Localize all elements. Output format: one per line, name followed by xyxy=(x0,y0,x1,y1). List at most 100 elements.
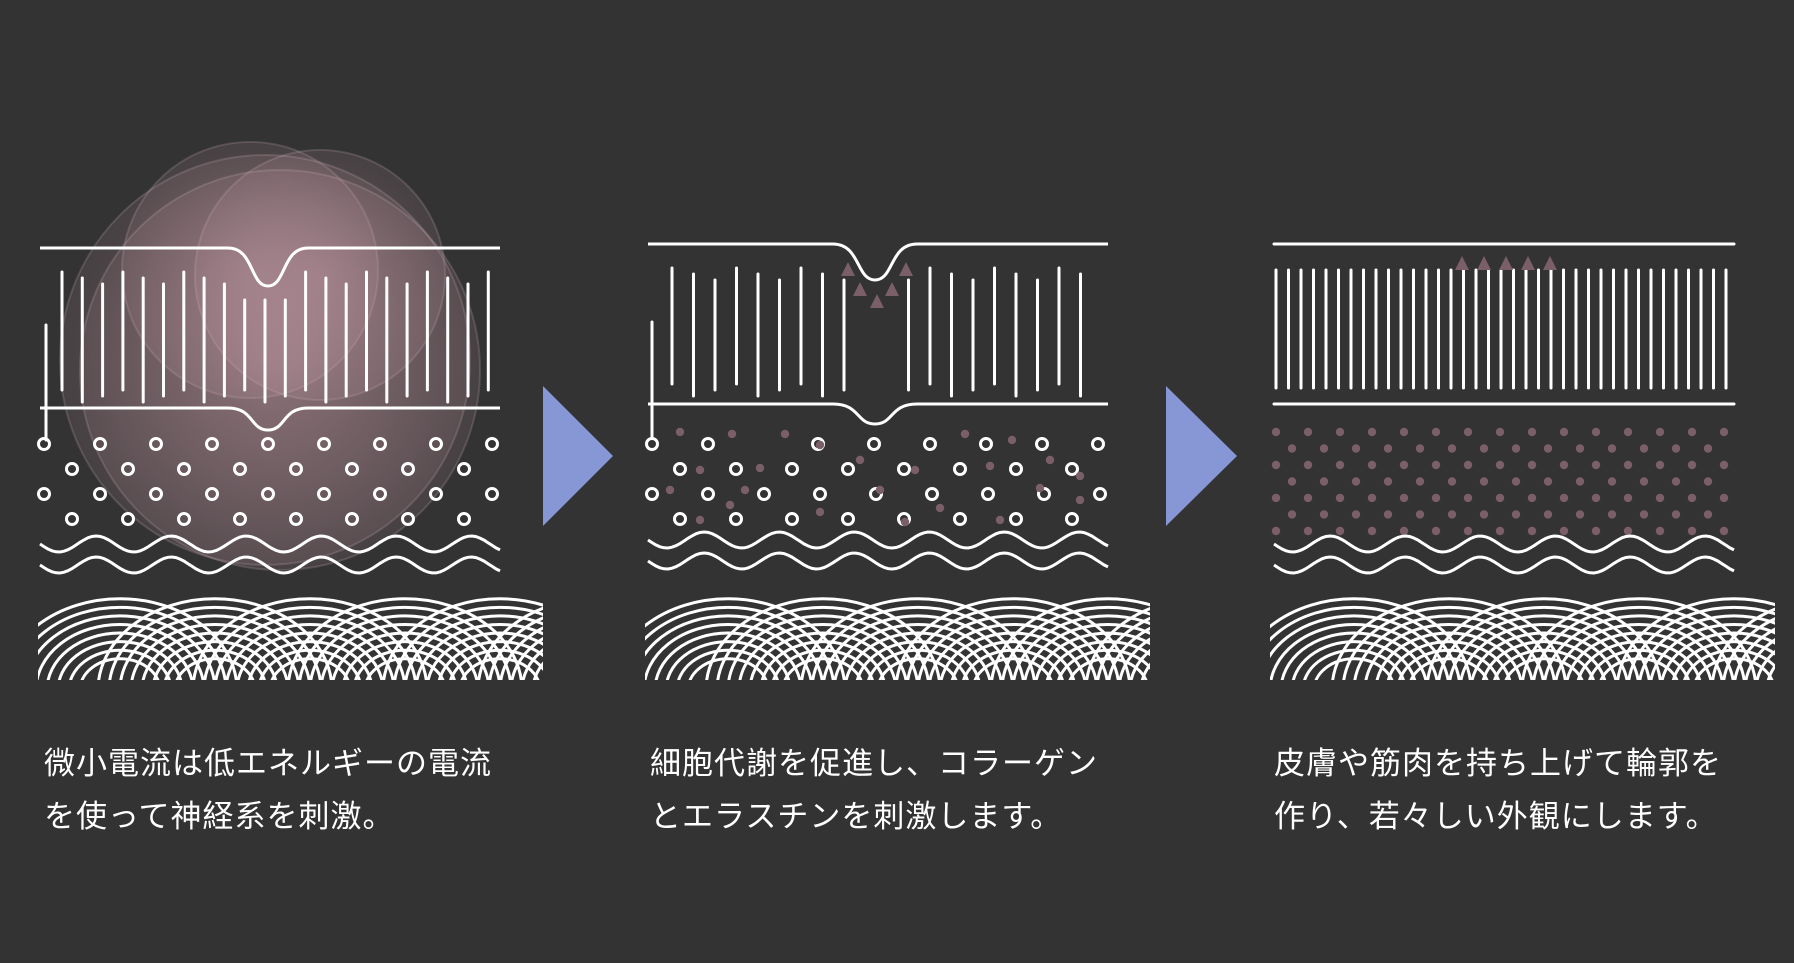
fiber-arc xyxy=(1270,623,1439,680)
particle-dot xyxy=(1399,460,1409,470)
particle-dot xyxy=(1639,444,1649,453)
fiber-arc xyxy=(962,648,1064,680)
particle-dot xyxy=(1431,427,1441,437)
particle-dot xyxy=(1383,477,1393,486)
rising-particle-triangle xyxy=(885,282,899,296)
particle-dot xyxy=(1655,460,1665,470)
particle-dot xyxy=(1639,510,1649,519)
particle-dot xyxy=(1623,460,1633,470)
rising-particle-triangle xyxy=(1521,256,1535,270)
cell-ring xyxy=(149,487,163,501)
fiber-arc xyxy=(1386,640,1512,680)
cell-ring xyxy=(65,512,79,526)
rising-particle-triangle xyxy=(1455,256,1469,270)
particle-dot xyxy=(1335,460,1345,470)
cell-ring xyxy=(177,512,191,526)
particle-dot xyxy=(1607,477,1617,486)
fiber-arc xyxy=(46,631,194,680)
fiber-arc xyxy=(1001,605,1150,680)
fiber-arc xyxy=(510,636,543,680)
cell-ring xyxy=(317,487,331,501)
cell-ring xyxy=(1065,512,1079,526)
particle-dot xyxy=(1271,427,1281,437)
fiber-arc xyxy=(1375,631,1523,680)
fiber-arc xyxy=(488,616,543,680)
particle-dot xyxy=(1075,495,1085,505)
fiber-arc xyxy=(449,648,543,680)
fiber-arc xyxy=(130,623,300,680)
fiber-arc xyxy=(544,650,646,690)
fiber-arc xyxy=(1331,597,1567,680)
cell-ring xyxy=(701,487,715,501)
cell-ring xyxy=(869,487,883,501)
particle-dot xyxy=(1447,477,1457,486)
cell-ring xyxy=(673,512,687,526)
particle-dot xyxy=(1271,460,1281,470)
particle-dot xyxy=(1575,444,1585,453)
particle-dot xyxy=(1415,477,1425,486)
collagen-fiber-bundle xyxy=(1270,597,1775,680)
particle-dot xyxy=(1319,510,1329,519)
fiber-arc xyxy=(878,657,958,680)
particle-dot xyxy=(1703,510,1713,519)
cell-ring xyxy=(261,437,275,451)
fiber-arc xyxy=(1694,657,1774,680)
particle-dot xyxy=(1719,526,1729,536)
cell-ring xyxy=(841,462,855,476)
rising-particle-triangle xyxy=(899,262,913,276)
particle-dot xyxy=(1687,526,1697,536)
fiber-arc xyxy=(1722,617,1775,680)
fiber-arc xyxy=(1599,657,1679,680)
cell-ring xyxy=(205,487,219,501)
particle-dot xyxy=(1495,526,1505,536)
fiber-arc xyxy=(990,597,1150,680)
particle-dot xyxy=(727,429,737,439)
particle-dot xyxy=(1671,444,1681,453)
particle-dot xyxy=(1383,444,1393,453)
fiber-arc xyxy=(1649,623,1775,680)
particle-dot xyxy=(1591,427,1601,437)
cell-ring xyxy=(373,437,387,451)
particle-dot xyxy=(1671,510,1681,519)
particle-dot xyxy=(1447,444,1457,453)
dermis-wave-line xyxy=(1273,555,1735,575)
particle-dot xyxy=(1559,427,1569,437)
rising-particle-triangle xyxy=(870,294,884,308)
particle-dot xyxy=(1591,460,1601,470)
fiber-arc xyxy=(665,640,791,680)
fiber-arc xyxy=(532,661,543,680)
particle-dot xyxy=(1687,493,1697,503)
fiber-arc xyxy=(1543,614,1735,680)
epidermis-bottom-line xyxy=(40,406,500,432)
right-triangle-arrow-icon xyxy=(1166,386,1237,526)
cell-ring xyxy=(289,462,303,476)
cell-ring xyxy=(1093,487,1107,501)
particle-dot xyxy=(1655,526,1665,536)
particle-dot xyxy=(1623,427,1633,437)
rising-particle-triangle xyxy=(1477,256,1491,270)
fiber-arc xyxy=(1638,614,1775,680)
fiber-arc xyxy=(69,648,171,680)
fiber-arc xyxy=(164,648,266,680)
particle-dot xyxy=(1463,526,1473,536)
cell-ring xyxy=(65,462,79,476)
fiber-arc xyxy=(426,631,543,680)
cell-ring xyxy=(93,437,107,451)
caption-line: を使って神経系を刺激。 xyxy=(44,799,395,835)
particle-dot xyxy=(1351,510,1361,519)
particle-dot xyxy=(1511,477,1521,486)
step-1-caption: 微小電流は低エネルギーの電流 を使って神経系を刺激。 xyxy=(44,738,544,844)
particle-dot xyxy=(910,465,920,475)
fiber-arc xyxy=(1459,623,1629,680)
particle-dot xyxy=(1399,427,1409,437)
cell-ring xyxy=(925,487,939,501)
cell-ring xyxy=(457,462,471,476)
particle-dot xyxy=(1671,477,1681,486)
cell-ring xyxy=(121,512,135,526)
fiber-arc xyxy=(917,614,1109,680)
cell-ring xyxy=(485,437,499,451)
particle-dot xyxy=(1335,526,1345,536)
cell-ring xyxy=(457,512,471,526)
particle-dot xyxy=(995,515,1005,525)
